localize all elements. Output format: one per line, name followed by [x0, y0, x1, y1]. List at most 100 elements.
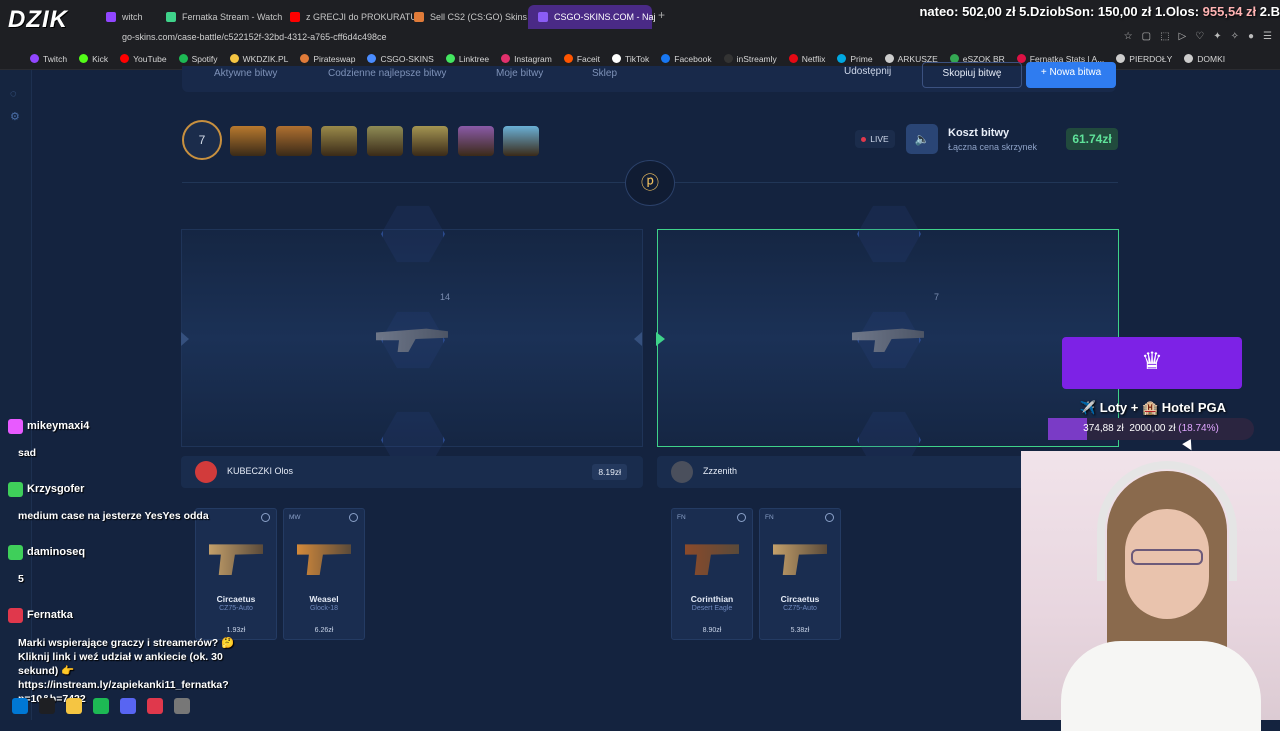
item-price: 8.90zł: [702, 627, 722, 634]
bookmark-label: Linktree: [458, 53, 490, 64]
bookmark-item[interactable]: Pirateswap: [300, 54, 355, 64]
reel-pointer-mid: [634, 332, 642, 346]
bookmark-star-icon[interactable]: ☆: [1123, 31, 1133, 42]
case-thumbnail[interactable]: [457, 126, 494, 156]
share-button[interactable]: Udostępnij: [844, 66, 892, 77]
item-name: Circaetus: [780, 594, 820, 604]
translate-icon[interactable]: ⬚: [1160, 31, 1170, 42]
taskbar-app-icon[interactable]: [66, 698, 82, 714]
profile-icon[interactable]: ●: [1247, 31, 1255, 42]
case-thumbnail[interactable]: [275, 126, 312, 156]
bookmark-item[interactable]: PIERDOŁY: [1116, 54, 1172, 64]
taskbar-app-icon[interactable]: [174, 698, 190, 714]
bookmark-favicon-icon: [884, 54, 894, 63]
avatar: [195, 461, 217, 483]
weapon-icon: [209, 544, 263, 575]
case-thumbnail[interactable]: [412, 126, 448, 156]
new-battle-button[interactable]: + Nowa bitwa: [1026, 62, 1116, 88]
taskbar-app-icon[interactable]: [120, 698, 136, 714]
chat-message: sad: [18, 447, 37, 459]
browser-tab[interactable]: witch: [96, 5, 156, 29]
browser-tab[interactable]: Fernatka Stream - Watch: [156, 5, 282, 29]
lock-icon: [261, 513, 270, 522]
bookmark-item[interactable]: WKDZIK.PL: [229, 54, 288, 64]
browser-tab[interactable]: z GRECJI do PROKURATU: [280, 5, 417, 29]
reel-count: 7: [934, 292, 940, 302]
bookmark-item[interactable]: Spotify: [178, 54, 218, 64]
item-type: CZ75-Auto: [219, 605, 253, 612]
item-type: Desert Eagle: [691, 605, 733, 612]
player-name[interactable]: Zzzenith: [703, 466, 738, 476]
browser-tab[interactable]: Sell CS2 (CS:GO) Skins |: [404, 5, 532, 29]
browser-tab[interactable]: CSGO-SKINS.COM - Naj: [528, 5, 656, 29]
item-price: 5.38zł: [790, 627, 810, 634]
copy-battle-button[interactable]: Skopiuj bitwę: [922, 62, 1022, 88]
bookmark-item[interactable]: TikTok: [612, 54, 649, 64]
donation-leaderboard: nateo: 502,00 zł 5.DziobSon: 150,00 zł 1…: [919, 4, 1280, 19]
bookmark-item[interactable]: CSGO-SKINS: [367, 53, 434, 64]
webcam-feed: [1021, 451, 1280, 731]
sound-toggle[interactable]: 🔈: [906, 124, 938, 154]
taskbar-app-icon[interactable]: [93, 698, 109, 714]
bookmark-item[interactable]: Instagram: [501, 54, 552, 64]
player-name[interactable]: KUBECZKI Olos: [227, 466, 294, 476]
nav-active-battles[interactable]: Aktywne bitwy: [214, 68, 278, 79]
settings-icon[interactable]: ⚙: [10, 111, 20, 123]
refresh-icon[interactable]: ◌: [10, 88, 17, 100]
bookmark-item[interactable]: DOMKI: [1184, 54, 1225, 64]
screenshot-icon[interactable]: ▢: [1141, 31, 1152, 42]
tab-favicon-icon: [538, 12, 548, 22]
extension-icon[interactable]: ✦: [1213, 31, 1222, 42]
bookmark-label: Faceit: [576, 53, 601, 64]
bookmark-item[interactable]: Facebook: [661, 54, 712, 64]
nav-my-battles[interactable]: Moje bitwy: [496, 68, 544, 79]
case-thumbnail[interactable]: [503, 126, 539, 156]
case-thumbnail[interactable]: [230, 126, 266, 156]
bookmark-item[interactable]: Fernatka Stats | A...: [1016, 53, 1105, 64]
bookmark-item[interactable]: Linktree: [445, 53, 490, 64]
nav-shop[interactable]: Sklep: [592, 68, 618, 79]
url-text[interactable]: go-skins.com/case-battle/c522152f-32bd-4…: [122, 32, 387, 42]
chat-badge-icon: [8, 544, 23, 560]
bookmark-item[interactable]: Netflix: [788, 54, 825, 64]
taskbar-app-icon[interactable]: [147, 698, 163, 714]
tab-favicon-icon: [414, 12, 424, 22]
bookmark-item[interactable]: ARKUSZE: [884, 54, 938, 64]
item-image: [681, 531, 743, 583]
heart-icon[interactable]: ♡: [1195, 31, 1205, 42]
bookmark-favicon-icon: [367, 54, 377, 63]
nav-daily-best[interactable]: Codzienne najlepsze bitwy: [328, 68, 447, 79]
speaker-icon: 🔈: [914, 132, 930, 146]
bookmark-favicon-icon: [612, 54, 622, 63]
bookmark-item[interactable]: inStreamly: [723, 54, 777, 64]
item-name: Weasel: [309, 594, 339, 604]
battle-cost-subtitle: Łączna cena skrzynek: [948, 142, 1038, 152]
bookmark-item[interactable]: eSZOK BR: [949, 54, 1005, 64]
puzzle-icon[interactable]: ✧: [1230, 31, 1239, 42]
bookmark-item[interactable]: Kick: [79, 54, 108, 64]
case-thumbnail[interactable]: [321, 126, 357, 156]
bookmark-item[interactable]: Faceit: [563, 53, 601, 64]
bookmark-item[interactable]: Prime: [837, 54, 873, 64]
chat-message: 5: [18, 573, 24, 585]
bookmark-label: Fernatka Stats | A...: [1029, 53, 1105, 64]
case-thumbnail[interactable]: [366, 126, 403, 156]
new-tab-button[interactable]: +: [658, 8, 666, 22]
bookmark-item[interactable]: YouTube: [120, 54, 167, 64]
menu-icon[interactable]: ☰: [1263, 31, 1272, 42]
bookmark-label: CSGO-SKINS: [380, 53, 434, 64]
bookmark-item[interactable]: Twitch: [30, 54, 67, 64]
pp-badge-icon: ⓟ: [625, 160, 675, 206]
bookmark-favicon-icon: [30, 54, 39, 63]
taskbar-app-icon[interactable]: [39, 698, 55, 714]
play-icon[interactable]: ▷: [1178, 31, 1187, 42]
address-bar[interactable]: go-skins.com/case-battle/c522152f-32bd-4…: [0, 30, 1280, 48]
bookmark-favicon-icon: [837, 54, 847, 63]
taskbar-app-icon[interactable]: [12, 698, 28, 714]
bookmark-favicon-icon: [1016, 54, 1026, 63]
